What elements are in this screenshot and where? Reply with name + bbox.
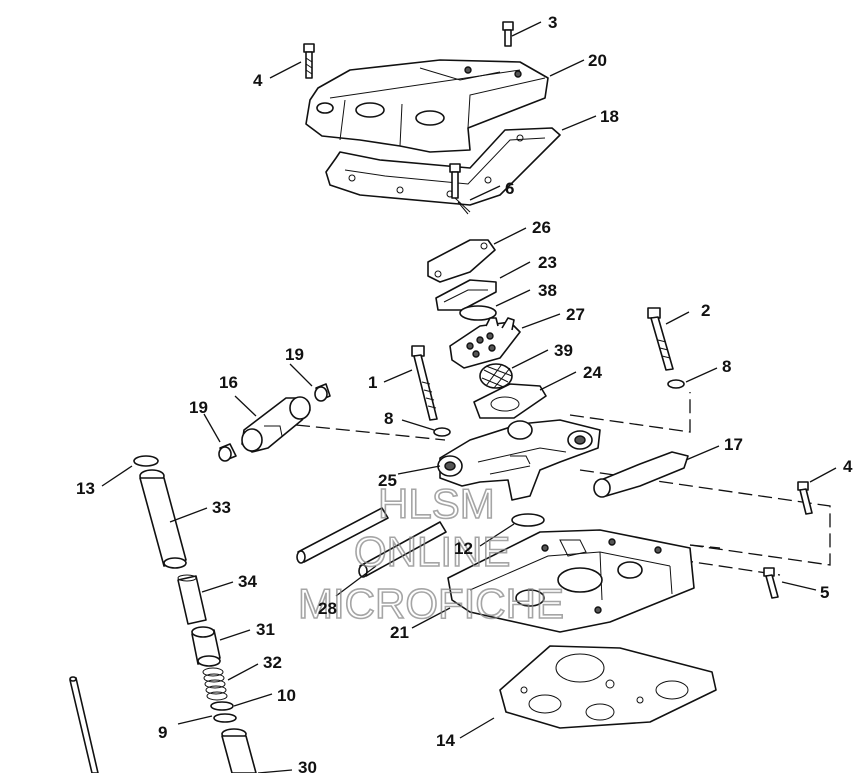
watermark-line-2: ONLINE bbox=[354, 528, 510, 575]
o-ring-38 bbox=[459, 305, 497, 321]
rocker-shaft-lower bbox=[358, 521, 447, 578]
callout-34: 34 bbox=[238, 572, 257, 591]
callout-9: 9 bbox=[158, 723, 167, 742]
pushrod bbox=[69, 676, 99, 773]
callout-25: 25 bbox=[378, 471, 397, 490]
callout-21: 21 bbox=[390, 623, 409, 642]
callout-33: 33 bbox=[212, 498, 231, 517]
callout-30: 30 bbox=[298, 758, 317, 773]
pushrod-cover-keeper bbox=[191, 626, 221, 667]
callout-27: 27 bbox=[566, 305, 585, 324]
callout-19-upper: 19 bbox=[285, 345, 304, 364]
breather-cover bbox=[427, 239, 496, 283]
pushrod-cover-middle bbox=[177, 574, 207, 625]
bolt-2 bbox=[647, 307, 674, 371]
callout-10: 10 bbox=[277, 686, 296, 705]
callout-4-right: 4 bbox=[843, 457, 853, 476]
bolt-5 bbox=[763, 567, 779, 599]
callout-3: 3 bbox=[548, 13, 557, 32]
callout-26: 26 bbox=[532, 218, 551, 237]
callout-16: 16 bbox=[219, 373, 238, 392]
pushrod-cover-lower bbox=[221, 728, 257, 773]
rocker-housing bbox=[447, 529, 695, 633]
callout-12: 12 bbox=[454, 539, 473, 558]
watermark: HLSM ONLINE MICROFICHE bbox=[297, 479, 565, 628]
cover-bolt-right bbox=[502, 21, 514, 47]
watermark-line-1: HLSM bbox=[378, 480, 495, 527]
rocker-arm-17 bbox=[593, 451, 689, 498]
breather-valve bbox=[449, 317, 521, 369]
callout-39: 39 bbox=[554, 341, 573, 360]
leader-lines bbox=[101, 21, 837, 773]
callout-5: 5 bbox=[820, 583, 829, 602]
breather-filter bbox=[479, 363, 513, 389]
bushing-19-upper bbox=[314, 383, 331, 402]
bushing-19-lower bbox=[218, 443, 237, 462]
pushrod-spring bbox=[202, 667, 228, 701]
o-ring-10 bbox=[210, 701, 234, 711]
callout-8-left: 8 bbox=[384, 409, 393, 428]
callout-32: 32 bbox=[263, 653, 282, 672]
washer-8-left bbox=[433, 427, 451, 437]
callout-20: 20 bbox=[588, 51, 607, 70]
callout-labels: 3 4 20 18 6 26 23 38 27 39 24 2 8 1 8 17… bbox=[76, 13, 853, 773]
pushrod-cover-upper bbox=[139, 469, 187, 569]
callout-24: 24 bbox=[583, 363, 602, 382]
callout-13: 13 bbox=[76, 479, 95, 498]
bolt-4-right bbox=[797, 481, 813, 515]
washer-8-right bbox=[667, 379, 685, 389]
callout-6: 6 bbox=[505, 179, 514, 198]
o-ring-12 bbox=[511, 513, 545, 527]
rocker-cover-gasket bbox=[325, 127, 561, 206]
rocker-arm-support bbox=[437, 419, 601, 501]
housing-gasket bbox=[499, 645, 717, 729]
watermark-line-3: MICROFICHE bbox=[298, 580, 564, 627]
callout-4-top: 4 bbox=[253, 71, 263, 90]
callout-23: 23 bbox=[538, 253, 557, 272]
callout-38: 38 bbox=[538, 281, 557, 300]
callout-14: 14 bbox=[436, 731, 455, 750]
o-ring-9 bbox=[213, 713, 237, 723]
callout-19-lower: 19 bbox=[189, 398, 208, 417]
callout-2: 2 bbox=[701, 301, 710, 320]
rocker-cover bbox=[305, 59, 549, 153]
cover-bolt-left bbox=[303, 43, 315, 79]
rocker-shaft-upper bbox=[296, 507, 389, 564]
callout-1: 1 bbox=[368, 373, 377, 392]
o-ring-13 bbox=[133, 455, 159, 467]
callout-17: 17 bbox=[724, 435, 743, 454]
breather-gasket bbox=[435, 279, 497, 311]
callout-8-right: 8 bbox=[722, 357, 731, 376]
bolt-1 bbox=[411, 345, 438, 421]
rocker-arm-16 bbox=[241, 396, 311, 453]
callout-31: 31 bbox=[256, 620, 275, 639]
breather-gasket-24 bbox=[473, 383, 547, 419]
callout-28: 28 bbox=[318, 599, 337, 618]
long-bolt-6 bbox=[449, 163, 471, 215]
callout-18: 18 bbox=[600, 107, 619, 126]
